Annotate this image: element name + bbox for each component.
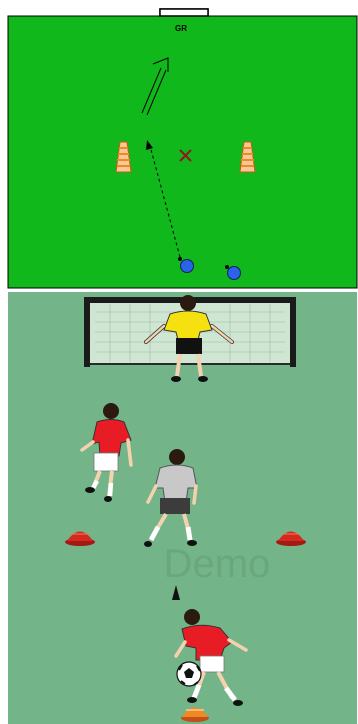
tactical-diagram: GR <box>0 0 358 290</box>
drill-illustration: Demo <box>0 290 358 724</box>
watermark: Demo <box>164 542 271 586</box>
goal-icon <box>160 9 208 16</box>
ball-icon <box>177 662 201 686</box>
goalkeeper-label: GR <box>175 24 187 33</box>
